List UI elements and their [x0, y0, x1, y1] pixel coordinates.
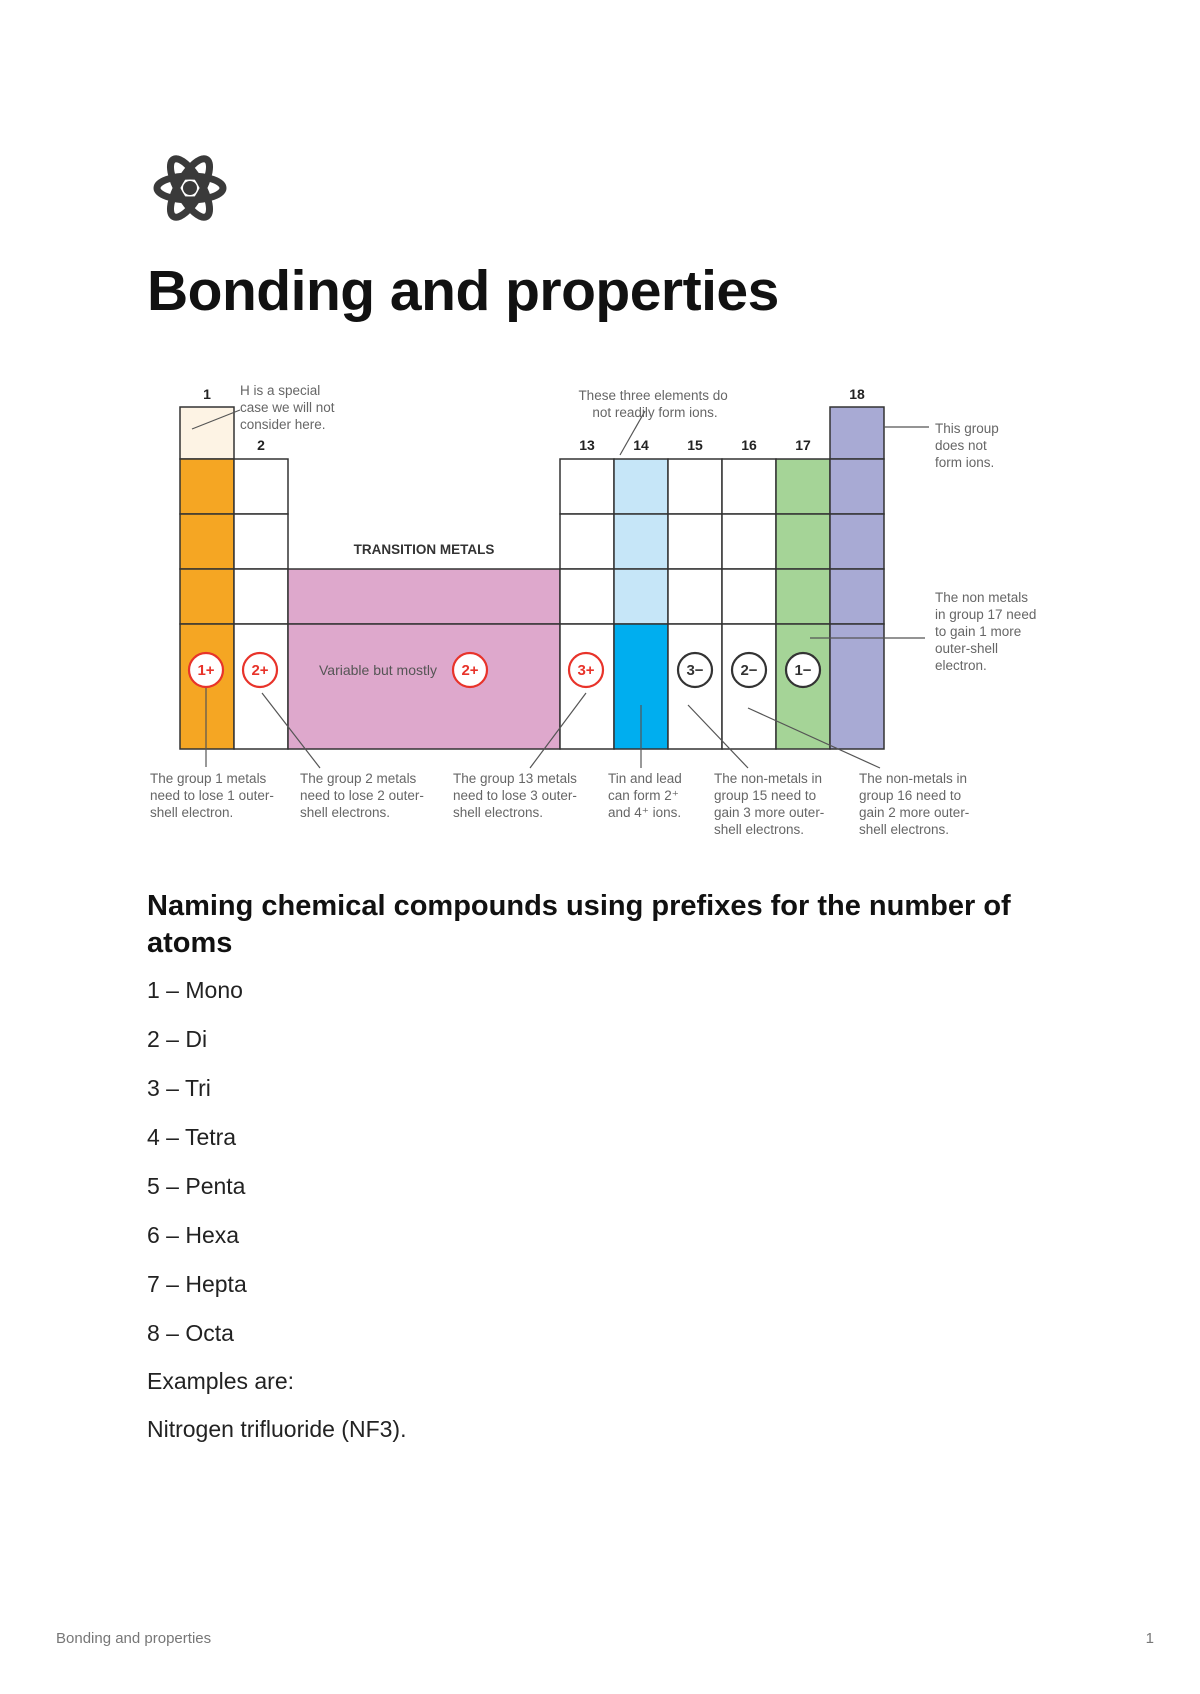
group2-cell — [233, 513, 289, 570]
transition-metals-label: TRANSITION METALS — [354, 542, 495, 557]
svg-text:2+: 2+ — [251, 662, 268, 679]
ion-charge-badge: 2+ — [451, 651, 489, 689]
group18-cell — [829, 406, 885, 460]
group18-cell — [829, 623, 885, 750]
group-label-18: 18 — [849, 386, 865, 402]
group18-cell — [829, 568, 885, 625]
ion-charge-badge: 1− — [784, 651, 822, 689]
ion-charge-badge: 2+ — [241, 651, 279, 689]
group17-cell — [775, 458, 831, 515]
page-title: Bonding and properties — [147, 259, 779, 323]
annotation-group17: The non metals in group 17 need to gain … — [935, 590, 1040, 673]
annotation-group14-top: These three elements do not readily form… — [578, 388, 731, 420]
list-item: 1 – Mono — [147, 977, 243, 1003]
group1-cell — [179, 513, 235, 570]
annotation-group16: The non-metals in group 16 need to gain … — [859, 771, 973, 837]
annotation-leader-lines — [191, 409, 929, 769]
annotation-group13: The group 13 metals need to lose 3 outer… — [453, 771, 581, 820]
page-number: 1 — [1145, 1630, 1154, 1647]
group-label-17: 17 — [795, 437, 811, 453]
group17-cell — [775, 513, 831, 570]
svg-text:1+: 1+ — [197, 662, 214, 679]
group-label-15: 15 — [687, 437, 703, 453]
list-item: 5 – Penta — [147, 1173, 246, 1199]
group17-cell — [775, 568, 831, 625]
annotation-group1: The group 1 metals need to lose 1 outer-… — [150, 771, 278, 820]
group16-cell — [721, 458, 777, 515]
group13-cell — [559, 623, 615, 750]
list-item: 8 – Octa — [147, 1320, 234, 1346]
group2-cell — [233, 568, 289, 625]
group-label-13: 13 — [579, 437, 595, 453]
group-label-16: 16 — [741, 437, 757, 453]
svg-text:1−: 1− — [794, 662, 811, 679]
group14-cell — [613, 458, 669, 515]
list-item: 7 – Hepta — [147, 1271, 247, 1297]
group13-cell — [559, 513, 615, 570]
svg-text:2+: 2+ — [461, 662, 478, 679]
list-item: 6 – Hexa — [147, 1222, 240, 1248]
group18-cell — [829, 458, 885, 515]
ion-charge-badge: 2− — [730, 651, 768, 689]
svg-text:3+: 3+ — [577, 662, 594, 679]
periodic-table-ions-diagram: 1 2 13 14 15 16 17 18 TRANSITION METALS … — [150, 383, 1040, 837]
group15-cell — [667, 513, 723, 570]
list-item: 4 – Tetra — [147, 1124, 237, 1150]
annotation-tin-lead: Tin and lead can form 2⁺ and 4⁺ ions. — [608, 771, 686, 820]
hydrogen-cell — [179, 406, 235, 460]
group13-cell — [559, 458, 615, 515]
annotation-group15: The non-metals in group 15 need to gain … — [714, 771, 828, 837]
atom-icon — [153, 155, 227, 221]
ion-charge-badge: 1+ — [187, 651, 225, 689]
examples-intro: Examples are: — [147, 1368, 295, 1394]
annotation-hydrogen: H is a special case we will not consider… — [240, 383, 338, 432]
svg-text:2−: 2− — [740, 662, 757, 679]
section-heading: Naming chemical compounds using prefixes… — [147, 890, 1011, 959]
ion-charge-badge: 3− — [676, 651, 714, 689]
svg-text:3−: 3− — [686, 662, 703, 679]
prefix-list: 1 – Mono 2 – Di 3 – Tri 4 – Tetra 5 – Pe… — [147, 975, 247, 1367]
group14-cell — [613, 513, 669, 570]
footer-title: Bonding and properties — [56, 1630, 212, 1647]
transition-metals-block — [287, 623, 561, 750]
ion-charge-badge: 3+ — [567, 651, 605, 689]
group1-cell — [179, 568, 235, 625]
group-label-2: 2 — [257, 437, 265, 453]
group-label-1: 1 — [203, 386, 211, 402]
group16-cell — [721, 513, 777, 570]
transition-metals-block — [287, 568, 561, 625]
group-label-14: 14 — [633, 437, 649, 453]
annotation-group18: This group does not form ions. — [935, 421, 1003, 470]
group15-cell — [667, 458, 723, 515]
group14-cell — [613, 568, 669, 625]
group18-cell — [829, 513, 885, 570]
group15-cell — [667, 568, 723, 625]
group1-cell — [179, 458, 235, 515]
annotation-group2: The group 2 metals need to lose 2 outer-… — [300, 771, 428, 820]
group2-cell — [233, 458, 289, 515]
list-item: 3 – Tri — [147, 1075, 211, 1101]
group16-cell — [721, 568, 777, 625]
list-item: 2 – Di — [147, 1026, 208, 1052]
group13-cell — [559, 568, 615, 625]
variable-charge-text: Variable but mostly — [319, 662, 437, 678]
example-paragraph: Nitrogen trifluoride (NF3). — [147, 1416, 407, 1442]
